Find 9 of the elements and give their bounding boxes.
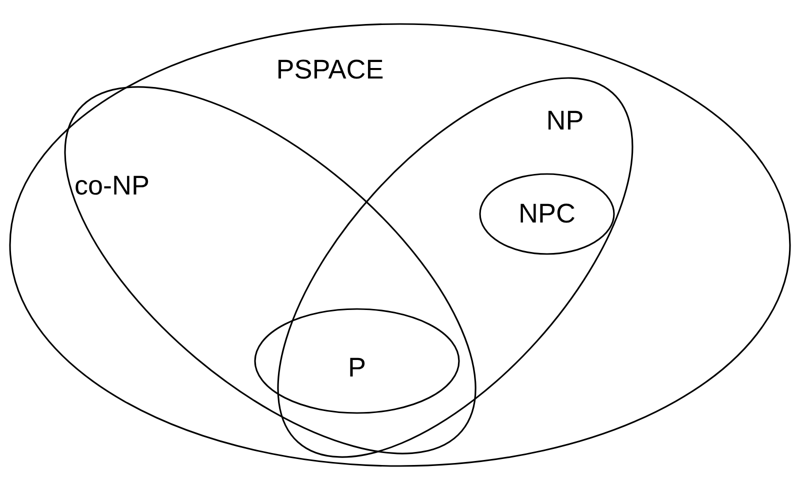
set-label: PSPACE <box>276 54 384 86</box>
set-ellipse <box>10 24 790 466</box>
set-label: NP <box>546 105 584 136</box>
set-ellipse <box>64 86 476 454</box>
set-ellipse <box>278 78 632 458</box>
set-label: P <box>348 352 366 384</box>
set-ellipse <box>480 174 614 254</box>
set-label: co-NP <box>74 170 150 202</box>
set-label: NPC <box>518 198 576 230</box>
